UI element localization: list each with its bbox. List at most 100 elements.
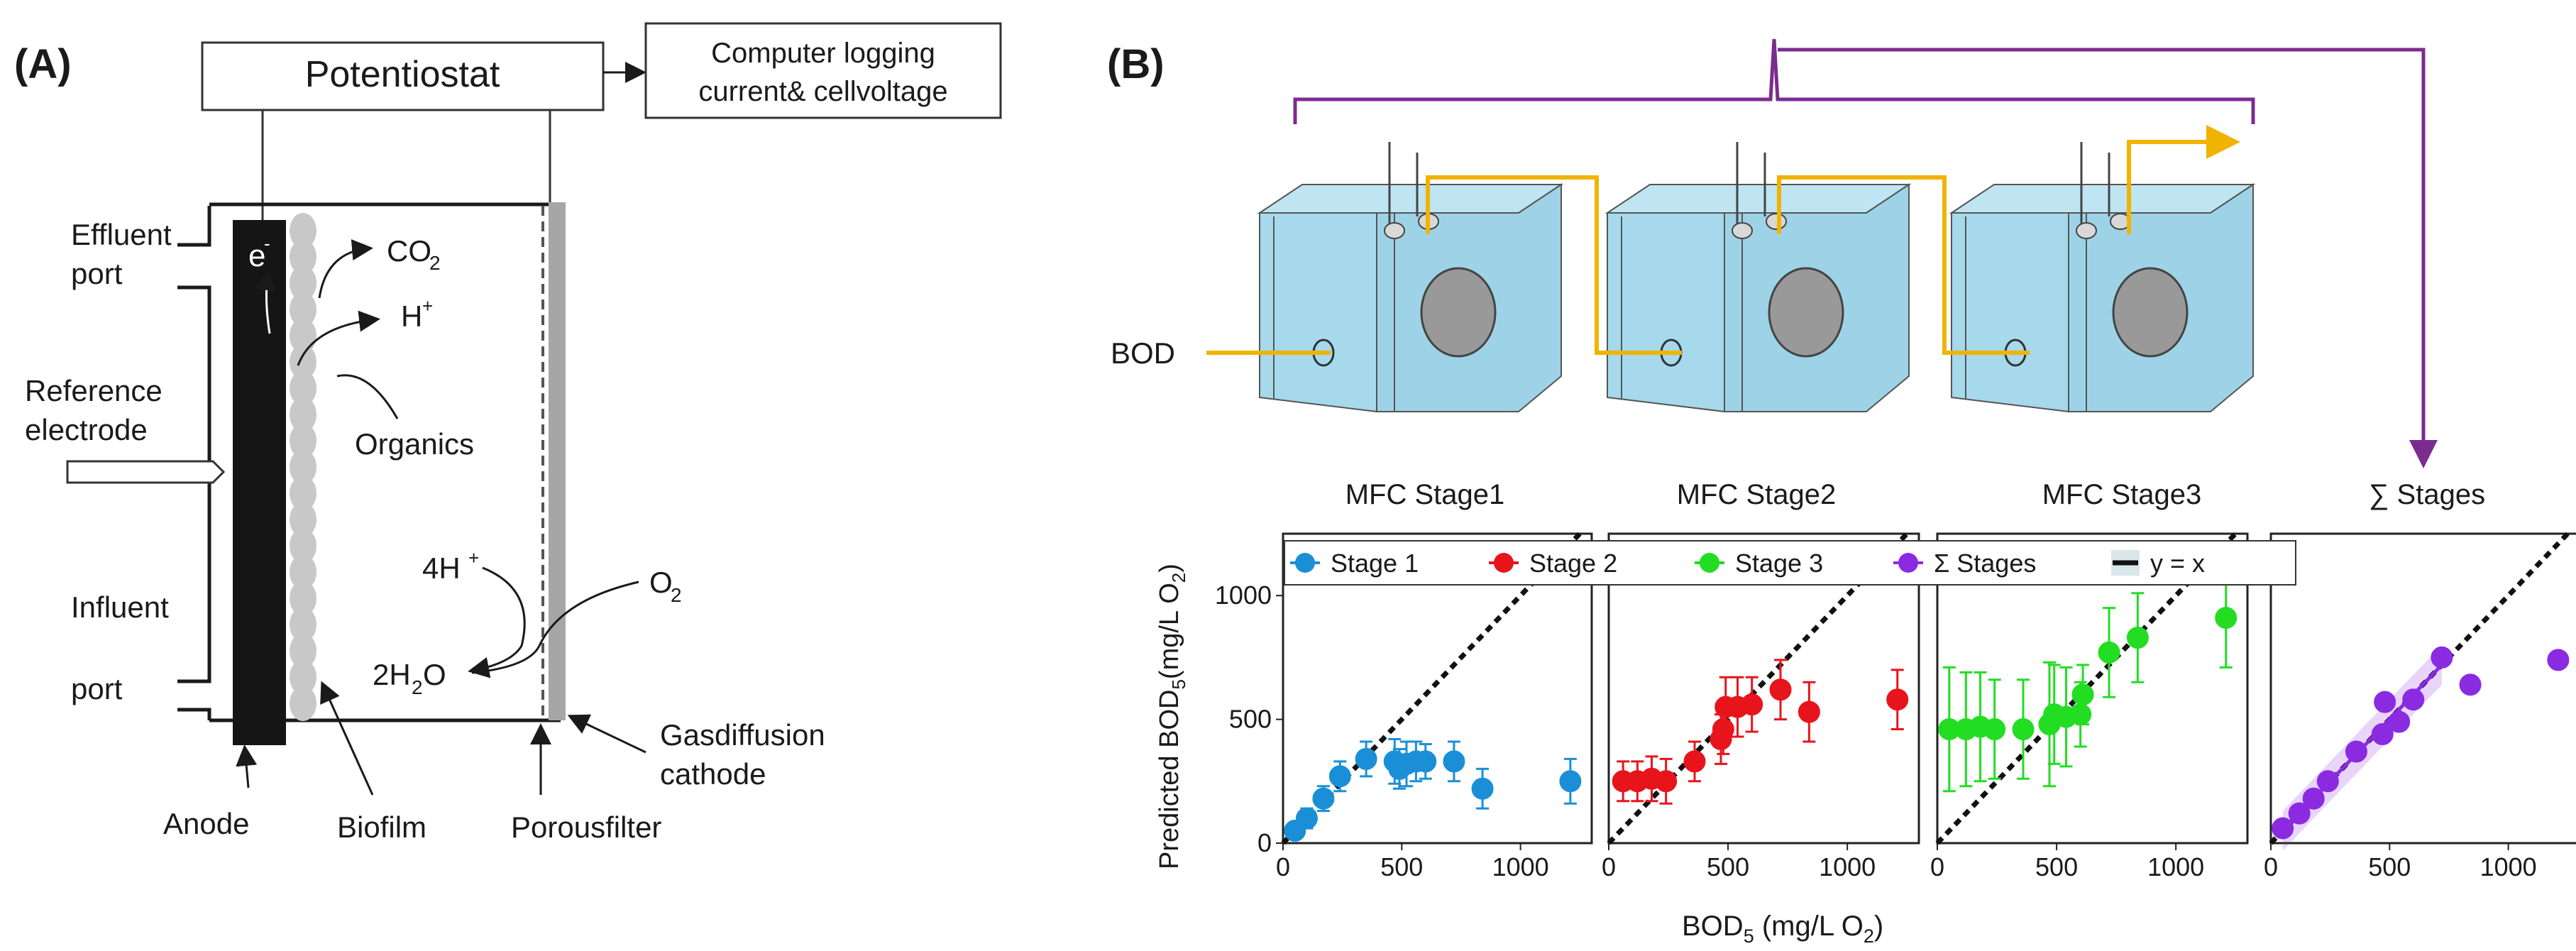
legend-box xyxy=(1284,540,2296,586)
biofilm-pointer xyxy=(320,681,374,796)
biofilm-cell xyxy=(290,686,317,721)
y-tick-label: 500 xyxy=(1229,705,1272,734)
biofilm-cell xyxy=(290,607,317,642)
biofilm-cell xyxy=(290,265,317,301)
mfc-cube-2 xyxy=(1605,142,1912,413)
legend-label: Stage 2 xyxy=(1529,549,1617,578)
sum-stages-label: ∑ Stages xyxy=(2369,479,2485,510)
influent-line2: port xyxy=(71,672,123,705)
water-label-b: O xyxy=(423,658,446,691)
biofilm-cell xyxy=(290,659,317,695)
four-h-arrow xyxy=(468,566,526,678)
potentiostat-box xyxy=(201,41,605,111)
data-point xyxy=(2012,718,2035,741)
mfc-cube-3 xyxy=(1949,142,2256,413)
organics-label: Organics xyxy=(355,427,474,461)
data-point xyxy=(2402,688,2425,711)
biofilm xyxy=(290,213,317,721)
hplus-arrow xyxy=(297,310,380,366)
biofilm-cell xyxy=(290,318,317,353)
biofilm-cell xyxy=(290,476,317,511)
hplus-superscript: + xyxy=(422,295,433,317)
data-point xyxy=(1769,678,1792,701)
data-point xyxy=(2098,641,2120,664)
legend-marker xyxy=(1295,553,1315,573)
x-tick-label: 500 xyxy=(2368,852,2411,881)
biofilm-cell xyxy=(290,423,317,458)
data-point xyxy=(2302,787,2325,810)
biofilm-cell xyxy=(290,292,317,327)
gas-line1: Gasdiffusion xyxy=(660,718,825,752)
anode-pointer xyxy=(236,744,258,788)
y-axis-label-unit: (mg/L O xyxy=(1155,583,1184,679)
panel-a: (A) Potentiostat Computer logging curren… xyxy=(14,22,1002,844)
anode xyxy=(233,220,286,745)
sum-arrow xyxy=(1778,48,2438,468)
x-tick-label: 1000 xyxy=(2147,852,2204,881)
biofilm-cell xyxy=(290,502,317,537)
mfc-cubes xyxy=(1257,142,2256,413)
data-point xyxy=(1655,770,1678,793)
biofilm-cell xyxy=(290,370,317,406)
electron-label: e xyxy=(248,238,265,273)
stage2-label: MFC Stage2 xyxy=(1677,479,1837,510)
data-point xyxy=(1798,700,1820,723)
data-point xyxy=(1355,747,1377,770)
computer-line1: Computer logging xyxy=(711,38,935,69)
cube-top-port xyxy=(2076,222,2097,239)
water-label-a: 2H xyxy=(373,658,411,691)
cube-top xyxy=(1605,184,1912,214)
data-point xyxy=(2288,802,2311,825)
x-tick-label: 0 xyxy=(2264,852,2278,881)
bod-label: BOD xyxy=(1111,336,1175,370)
y-axis-label-main: Predicted BOD xyxy=(1155,690,1184,869)
mfc-cube-1 xyxy=(1257,142,1564,413)
stages-bracket xyxy=(1293,38,2255,124)
data-point xyxy=(1443,750,1465,773)
water-subscript: 2 xyxy=(412,676,423,698)
x-tick-label: 1000 xyxy=(1819,852,1876,881)
data-point xyxy=(1741,693,1763,716)
legend-label: Σ Stages xyxy=(1934,549,2036,578)
y-tick-label: 0 xyxy=(1257,828,1272,857)
y-axis-label-sub: 5 xyxy=(1168,679,1189,689)
reference-line2: electrode xyxy=(25,413,148,446)
cube-window xyxy=(1768,267,1844,358)
data-point xyxy=(1328,765,1351,788)
data-point xyxy=(1683,750,1706,773)
x-axis-label-unit-sub: 2 xyxy=(1864,925,1874,947)
data-point xyxy=(2388,710,2411,733)
data-point xyxy=(1983,718,2006,741)
legend-label: Stage 1 xyxy=(1331,549,1419,578)
data-point xyxy=(2547,649,2570,671)
y-tick-label: 1000 xyxy=(1215,581,1272,610)
flow-stage1-to-2 xyxy=(1426,175,1682,355)
x-axis-label: BOD5 (mg/L O2) xyxy=(1682,911,1883,947)
legend-marker xyxy=(1700,553,1719,573)
electron-superscript: - xyxy=(264,233,270,254)
y-axis-label-unit-sub: 2 xyxy=(1168,573,1189,583)
data-point xyxy=(2069,703,2092,726)
data-point xyxy=(1559,770,1582,793)
cube-top-port xyxy=(1384,222,1405,239)
data-point xyxy=(1295,807,1318,830)
panel-b: (B) BOD MFC Stage1 MFC Stage2 MFC Stage3… xyxy=(1107,38,2576,947)
x-tick-label: 0 xyxy=(1276,852,1290,881)
biofilm-cell xyxy=(290,581,317,616)
organics-curve xyxy=(336,374,399,419)
data-point xyxy=(2316,770,2339,793)
biofilm-cell xyxy=(290,554,317,590)
panel-b-label: (B) xyxy=(1107,41,1165,87)
effluent-line1: Effluent xyxy=(71,218,172,251)
x-tick-label: 500 xyxy=(1380,852,1423,881)
o2-arrow xyxy=(471,581,639,674)
biofilm-cell xyxy=(290,528,317,564)
cube-side xyxy=(1259,212,1377,413)
legend-marker xyxy=(1898,553,1918,573)
